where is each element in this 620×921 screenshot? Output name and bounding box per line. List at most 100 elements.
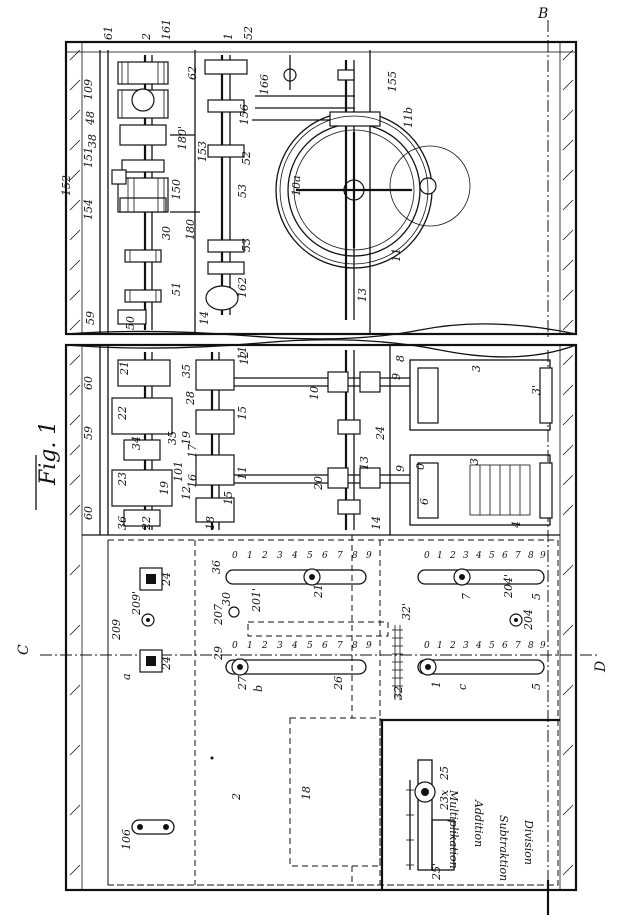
control-panel <box>107 535 560 890</box>
op-label-multiplikation: Multiplikation <box>447 789 460 869</box>
svg-text:24: 24 <box>160 572 173 587</box>
svg-text:9: 9 <box>540 641 546 651</box>
svg-text:3: 3 <box>470 365 483 372</box>
svg-text:62: 62 <box>186 66 199 80</box>
svg-text:18: 18 <box>300 786 313 800</box>
svg-text:9: 9 <box>366 551 372 561</box>
svg-text:5: 5 <box>530 593 543 600</box>
section-line-cd: C D <box>16 644 609 673</box>
crank-106 <box>131 819 175 835</box>
svg-text:1: 1 <box>437 641 443 651</box>
svg-text:16: 16 <box>186 474 199 488</box>
svg-text:6: 6 <box>322 641 328 651</box>
svg-text:59: 59 <box>82 426 95 440</box>
svg-text:28: 28 <box>184 391 197 406</box>
svg-text:162: 162 <box>236 277 249 298</box>
scale-middle-right: 0 1 2 3 4 5 6 7 8 9 <box>424 641 546 651</box>
svg-text:2: 2 <box>449 641 456 651</box>
svg-text:2: 2 <box>140 33 153 41</box>
svg-text:1: 1 <box>247 551 253 561</box>
svg-text:30: 30 <box>160 226 173 240</box>
svg-text:8: 8 <box>352 641 358 651</box>
svg-text:180: 180 <box>184 219 197 240</box>
svg-text:21: 21 <box>312 584 325 599</box>
svg-text:24: 24 <box>160 656 173 671</box>
svg-text:a: a <box>120 673 133 680</box>
svg-text:38: 38 <box>86 134 99 148</box>
svg-text:151: 151 <box>82 147 95 168</box>
svg-text:1: 1 <box>222 33 235 40</box>
large-gear-wheel <box>275 55 471 320</box>
middle-ref-labels: 60 21 35 12 8 3 22 28 15 10 9 3' 59 34 3… <box>82 343 543 531</box>
svg-text:3: 3 <box>468 458 481 465</box>
svg-text:201': 201' <box>250 588 263 613</box>
svg-text:1: 1 <box>430 681 443 688</box>
svg-text:13: 13 <box>358 456 371 470</box>
upper-gear-train <box>111 55 169 330</box>
svg-text:3: 3 <box>277 551 283 561</box>
op-label-division: Division <box>522 819 535 865</box>
upper-ref-labels: 61 2 161 1 52 109 48 62 166 155 11b 156 … <box>60 19 415 330</box>
scale-top-right: 0 1 2 3 4 5 6 7 8 9 <box>424 551 546 561</box>
svg-text:5: 5 <box>530 683 543 690</box>
svg-text:35: 35 <box>180 364 193 378</box>
svg-text:4: 4 <box>475 641 482 651</box>
svg-text:22: 22 <box>116 406 129 421</box>
svg-text:7: 7 <box>515 641 521 651</box>
svg-text:27: 27 <box>236 676 249 691</box>
svg-text:34: 34 <box>130 436 143 450</box>
svg-text:23x: 23x <box>438 789 451 811</box>
svg-text:25': 25' <box>430 863 443 881</box>
svg-text:29: 29 <box>212 646 225 661</box>
middle-housing <box>64 339 578 892</box>
svg-text:209': 209' <box>130 591 143 616</box>
svg-text:19: 19 <box>158 481 171 495</box>
section-mark-c: C <box>16 644 32 655</box>
svg-text:166: 166 <box>258 74 271 95</box>
svg-text:36: 36 <box>210 560 223 574</box>
svg-text:c: c <box>456 684 469 690</box>
svg-text:24: 24 <box>374 426 387 441</box>
svg-text:6: 6 <box>418 498 431 505</box>
section-mark-b-top: B <box>537 6 548 22</box>
svg-text:11: 11 <box>390 248 403 262</box>
svg-text:1: 1 <box>247 641 253 651</box>
svg-text:0: 0 <box>424 641 430 651</box>
middle-mechanism <box>111 350 553 530</box>
svg-text:18: 18 <box>204 516 217 530</box>
svg-text:8: 8 <box>528 641 534 651</box>
svg-text:23: 23 <box>116 472 129 487</box>
svg-text:8: 8 <box>528 551 534 561</box>
svg-text:161: 161 <box>160 19 173 40</box>
svg-text:60: 60 <box>82 376 95 390</box>
svg-text:0: 0 <box>232 641 238 651</box>
upper-housing <box>64 40 578 340</box>
svg-text:6: 6 <box>502 551 508 561</box>
svg-text:36: 36 <box>116 516 129 530</box>
op-label-addition: Addition <box>472 799 485 847</box>
svg-text:6: 6 <box>502 641 508 651</box>
svg-text:4: 4 <box>291 641 298 651</box>
svg-text:52: 52 <box>242 26 255 40</box>
svg-text:11': 11' <box>236 343 249 360</box>
scale-top-left: 0 1 2 3 4 5 6 7 8 9 <box>232 551 372 561</box>
svg-text:2: 2 <box>230 793 243 801</box>
svg-text:5: 5 <box>307 641 313 651</box>
svg-text:4: 4 <box>510 521 523 529</box>
svg-text:4: 4 <box>291 551 298 561</box>
op-label-subtraktion: Subtraktion <box>497 815 510 881</box>
svg-text:53: 53 <box>236 184 249 198</box>
slider-track-top-left <box>225 568 367 586</box>
svg-text:7: 7 <box>337 641 343 651</box>
svg-text:4: 4 <box>475 551 482 561</box>
svg-text:3: 3 <box>463 551 469 561</box>
svg-text:6: 6 <box>322 551 328 561</box>
svg-text:2: 2 <box>261 641 268 651</box>
svg-text:b: b <box>252 685 265 692</box>
rack-bar <box>247 621 403 700</box>
svg-text:15: 15 <box>222 491 235 505</box>
svg-text:13: 13 <box>356 288 369 302</box>
svg-text:3: 3 <box>277 641 283 651</box>
slider-track-middle-left <box>225 658 367 676</box>
svg-text:12: 12 <box>180 486 193 500</box>
